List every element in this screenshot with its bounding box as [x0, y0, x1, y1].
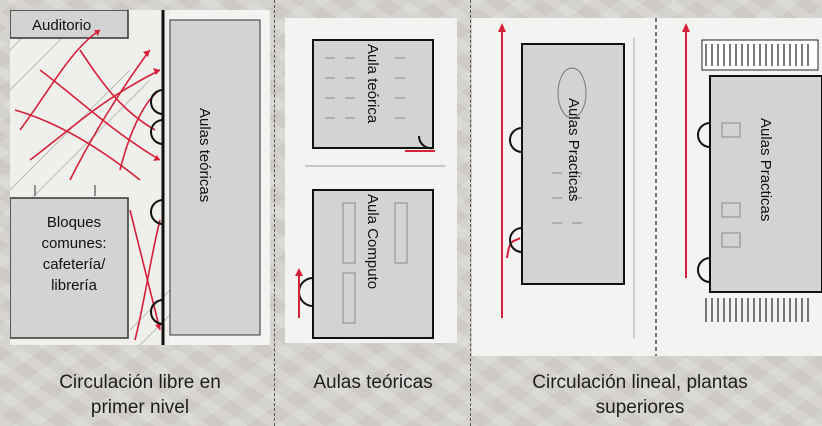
aulas-practicas-label-1: Aulas Practicas [565, 98, 582, 202]
aula-computo-room [312, 189, 434, 339]
caption-free-line-1: Circulación libre en [59, 372, 221, 393]
aulas-practicas-room-2 [709, 75, 822, 293]
aula-computo-label: Aula Computo [364, 194, 381, 290]
divider-2 [470, 0, 471, 426]
caption-free-circulation: Circulación libre en primer nivel [10, 370, 270, 420]
aulas-practicas-label-2: Aulas Practicas [757, 118, 774, 222]
bloques-comunes-label: Bloques comunes: cafetería/ librería [24, 212, 124, 296]
theory-rooms-drawing [295, 39, 445, 339]
free-circulation-drawing [10, 10, 261, 345]
aulas-teoricas-room [169, 19, 261, 336]
linear-circulation-drawing [498, 18, 822, 356]
auditorio-room [10, 10, 129, 39]
bloques-line-1: Bloques [46, 214, 102, 231]
aulas-teoricas-label: Aulas teóricas [196, 108, 213, 203]
bloques-line-2: comunes: [41, 235, 107, 252]
sketch-free-circulation: Auditorio Aulas teóricas Bloques comunes… [10, 10, 270, 345]
bloques-line-4: librería [51, 277, 97, 294]
caption-linear-line-2: superiores [595, 397, 685, 418]
caption-linear-line-1: Circulación lineal, plantas [532, 372, 748, 393]
caption-theory-rooms: Aulas teóricas [313, 372, 433, 393]
caption-free-line-2: primer nivel [90, 397, 190, 418]
sketch-linear-circulation: Aulas Practicas Aulas Practicas [472, 18, 822, 356]
bloques-comunes-room [10, 197, 129, 339]
auditorio-label: Auditorio [32, 17, 92, 34]
sketch-theory-rooms: Aula teórica Aula Computo [285, 18, 457, 343]
aula-teorica-label: Aula teórica [364, 44, 381, 124]
bloques-line-3: cafetería/ [42, 256, 106, 273]
divider-1 [274, 0, 275, 426]
caption-linear-circulation: Circulación lineal, plantas superiores [490, 370, 790, 420]
aulas-practicas-room-1 [521, 43, 625, 285]
